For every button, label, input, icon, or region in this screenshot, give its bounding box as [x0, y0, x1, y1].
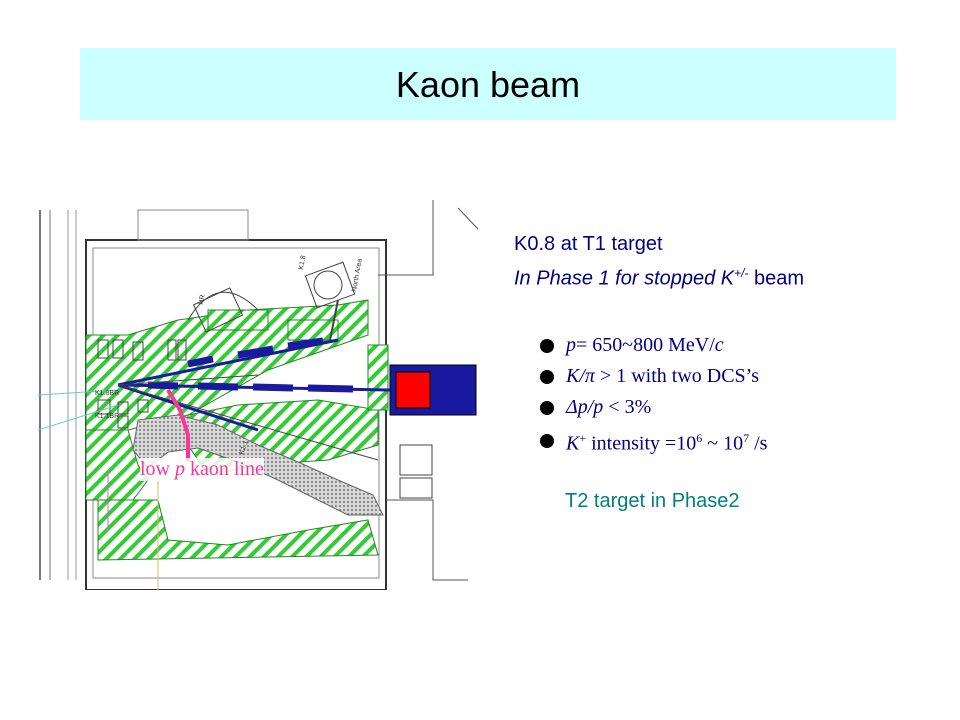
beam-parameter-list: p= 650~800 MeV/c K/π > 1 with two DCS’s …: [540, 330, 767, 460]
target-marker: [395, 371, 431, 409]
bullet-icon: [540, 434, 554, 449]
plan-label-k11: K1.1: [238, 440, 250, 456]
title-band: Kaon beam: [80, 48, 896, 120]
phase1-line: In Phase 1 for stopped K+/- beam: [514, 266, 805, 290]
low-p-kaon-line-label: low p kaon line: [140, 458, 264, 481]
list-item-kpi-ratio: K/π > 1 with two DCS’s: [540, 361, 767, 392]
plan-label-north-area: North Area: [351, 258, 364, 292]
list-item-momentum-spread: Δp/p < 3%: [540, 392, 767, 423]
t1-target-note: K0.8 at T1 target In Phase 1 for stopped…: [514, 230, 804, 294]
plan-label-k18: K1.8: [298, 255, 307, 271]
low-p-kaon-line: [166, 388, 190, 462]
bullet-icon: [540, 400, 554, 415]
bullet-icon: [540, 369, 554, 384]
plan-label-hr: HR: [198, 294, 207, 305]
bullet-icon: [540, 338, 554, 353]
list-item-momentum: p= 650~800 MeV/c: [540, 330, 767, 361]
shielding-blocks: [85, 299, 389, 561]
t1-target-line: K0.8 at T1 target: [514, 233, 663, 255]
t2-target-note: T2 target in Phase2: [565, 490, 740, 512]
hall-floor-plan: K1.8 North Area HR K1.1 K1.8BR K1.1BR: [38, 200, 478, 590]
plan-label-k11br: K1.1BR: [95, 413, 119, 420]
magnets: [147, 337, 354, 393]
plan-label-k18br: K1.8BR: [95, 390, 119, 397]
list-item-intensity: K+ intensity =106 ~ 107 /s: [540, 423, 767, 460]
page-title: Kaon beam: [395, 64, 581, 105]
